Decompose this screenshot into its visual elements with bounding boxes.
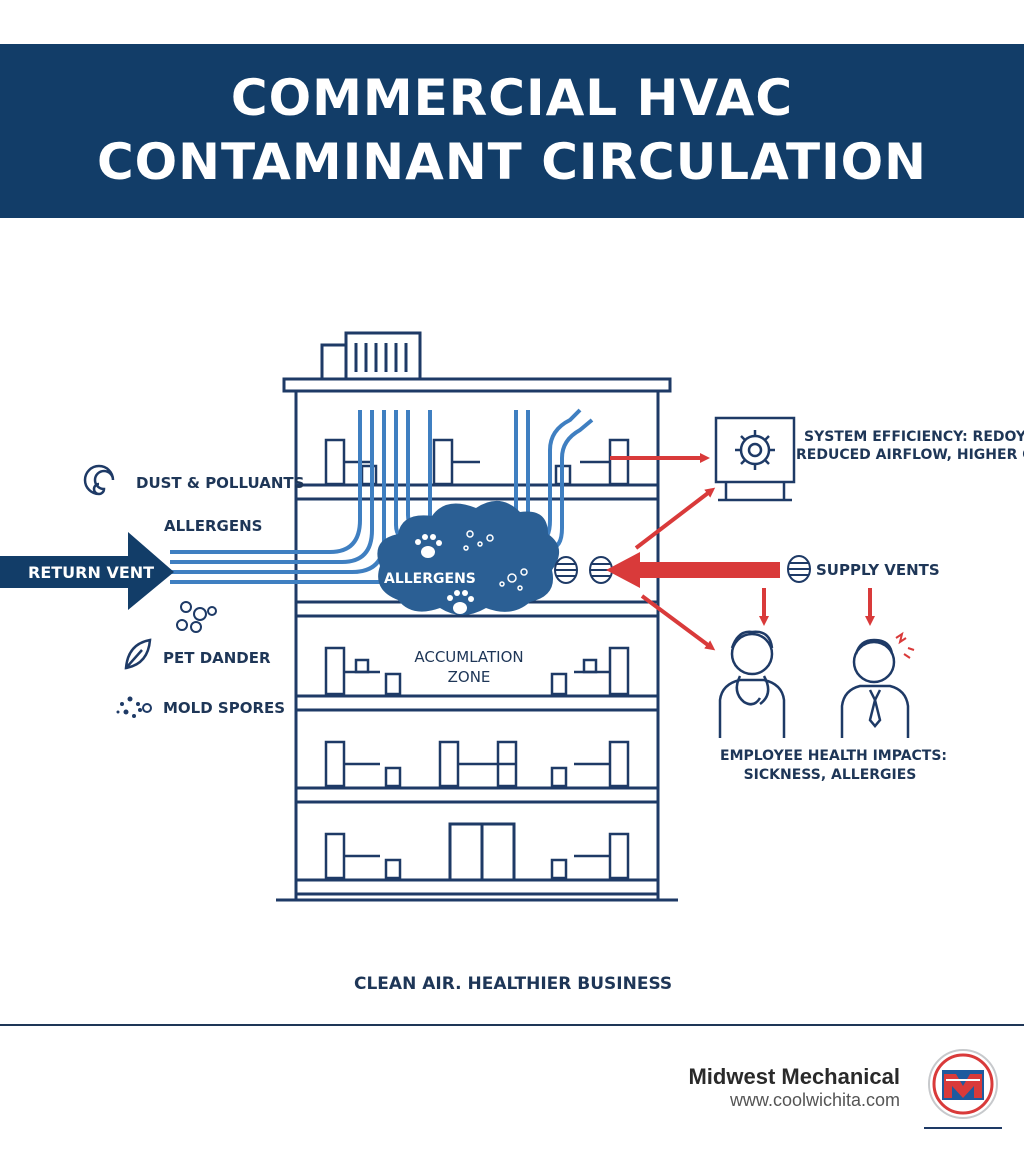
pet-dander-label: PET DANDER bbox=[163, 649, 271, 667]
allergens-label: ALLERGENS bbox=[164, 517, 263, 535]
title-banner: COMMERCIAL HVAC CONTAMINANT CIRCULATION bbox=[0, 44, 1024, 218]
efficiency-line-1: SYSTEM EFFICIENCY: REDOY bbox=[804, 429, 1024, 445]
brand-name: Midwest Mechanical bbox=[688, 1064, 900, 1089]
efficiency-line-2: REDUCED AIRFLOW, HIGHER COSTS bbox=[796, 447, 1024, 463]
leaf-icon bbox=[124, 638, 152, 670]
swirl-icon bbox=[83, 464, 115, 496]
supply-arrow bbox=[606, 552, 780, 588]
tagline: CLEAN AIR. HEALTHIER BUSINESS bbox=[354, 974, 673, 994]
title-line-2: CONTAMINANT CIRCULATION bbox=[96, 133, 928, 191]
accumulation-zone-line-2: ZONE bbox=[447, 668, 491, 686]
airflow-arrows bbox=[610, 453, 875, 651]
paw-icon bbox=[447, 590, 474, 614]
bubbles-icon bbox=[176, 601, 217, 633]
sick-marks-icon bbox=[895, 631, 915, 659]
return-vent-label: RETURN VENT bbox=[28, 563, 155, 582]
health-impacts-line-1: EMPLOYEE HEALTH IMPACTS: bbox=[720, 748, 948, 764]
rooftop-unit bbox=[320, 331, 422, 381]
efficiency-panel bbox=[714, 416, 796, 502]
gear-icon bbox=[735, 430, 775, 470]
cloud-allergens-label: ALLERGENS bbox=[384, 571, 476, 587]
dust-label: DUST & POLLUANTS bbox=[136, 474, 305, 492]
spores-icon bbox=[116, 696, 152, 718]
accumulation-zone-line-1: ACCUMLATION bbox=[414, 648, 524, 666]
paw-icon bbox=[415, 534, 442, 558]
brand-url: www.coolwichita.com bbox=[729, 1090, 900, 1110]
office-furniture bbox=[324, 438, 630, 880]
allergen-cloud bbox=[377, 500, 560, 615]
health-impacts-line-2: SICKNESS, ALLERGIES bbox=[743, 767, 917, 783]
logo-icon bbox=[924, 1049, 1002, 1129]
spores-icon bbox=[463, 530, 528, 591]
mold-spores-label: MOLD SPORES bbox=[163, 699, 286, 717]
vent-icon bbox=[554, 556, 578, 584]
person-sick-icon bbox=[840, 638, 910, 738]
person-coughing-icon bbox=[718, 630, 786, 738]
vent-icon bbox=[787, 555, 811, 583]
title-line-1: COMMERCIAL HVAC bbox=[230, 69, 794, 127]
building bbox=[276, 377, 678, 902]
return-vent-arrow bbox=[0, 532, 174, 610]
supply-vents-label: SUPPLY VENTS bbox=[816, 561, 940, 579]
footer-divider bbox=[0, 1024, 1024, 1026]
